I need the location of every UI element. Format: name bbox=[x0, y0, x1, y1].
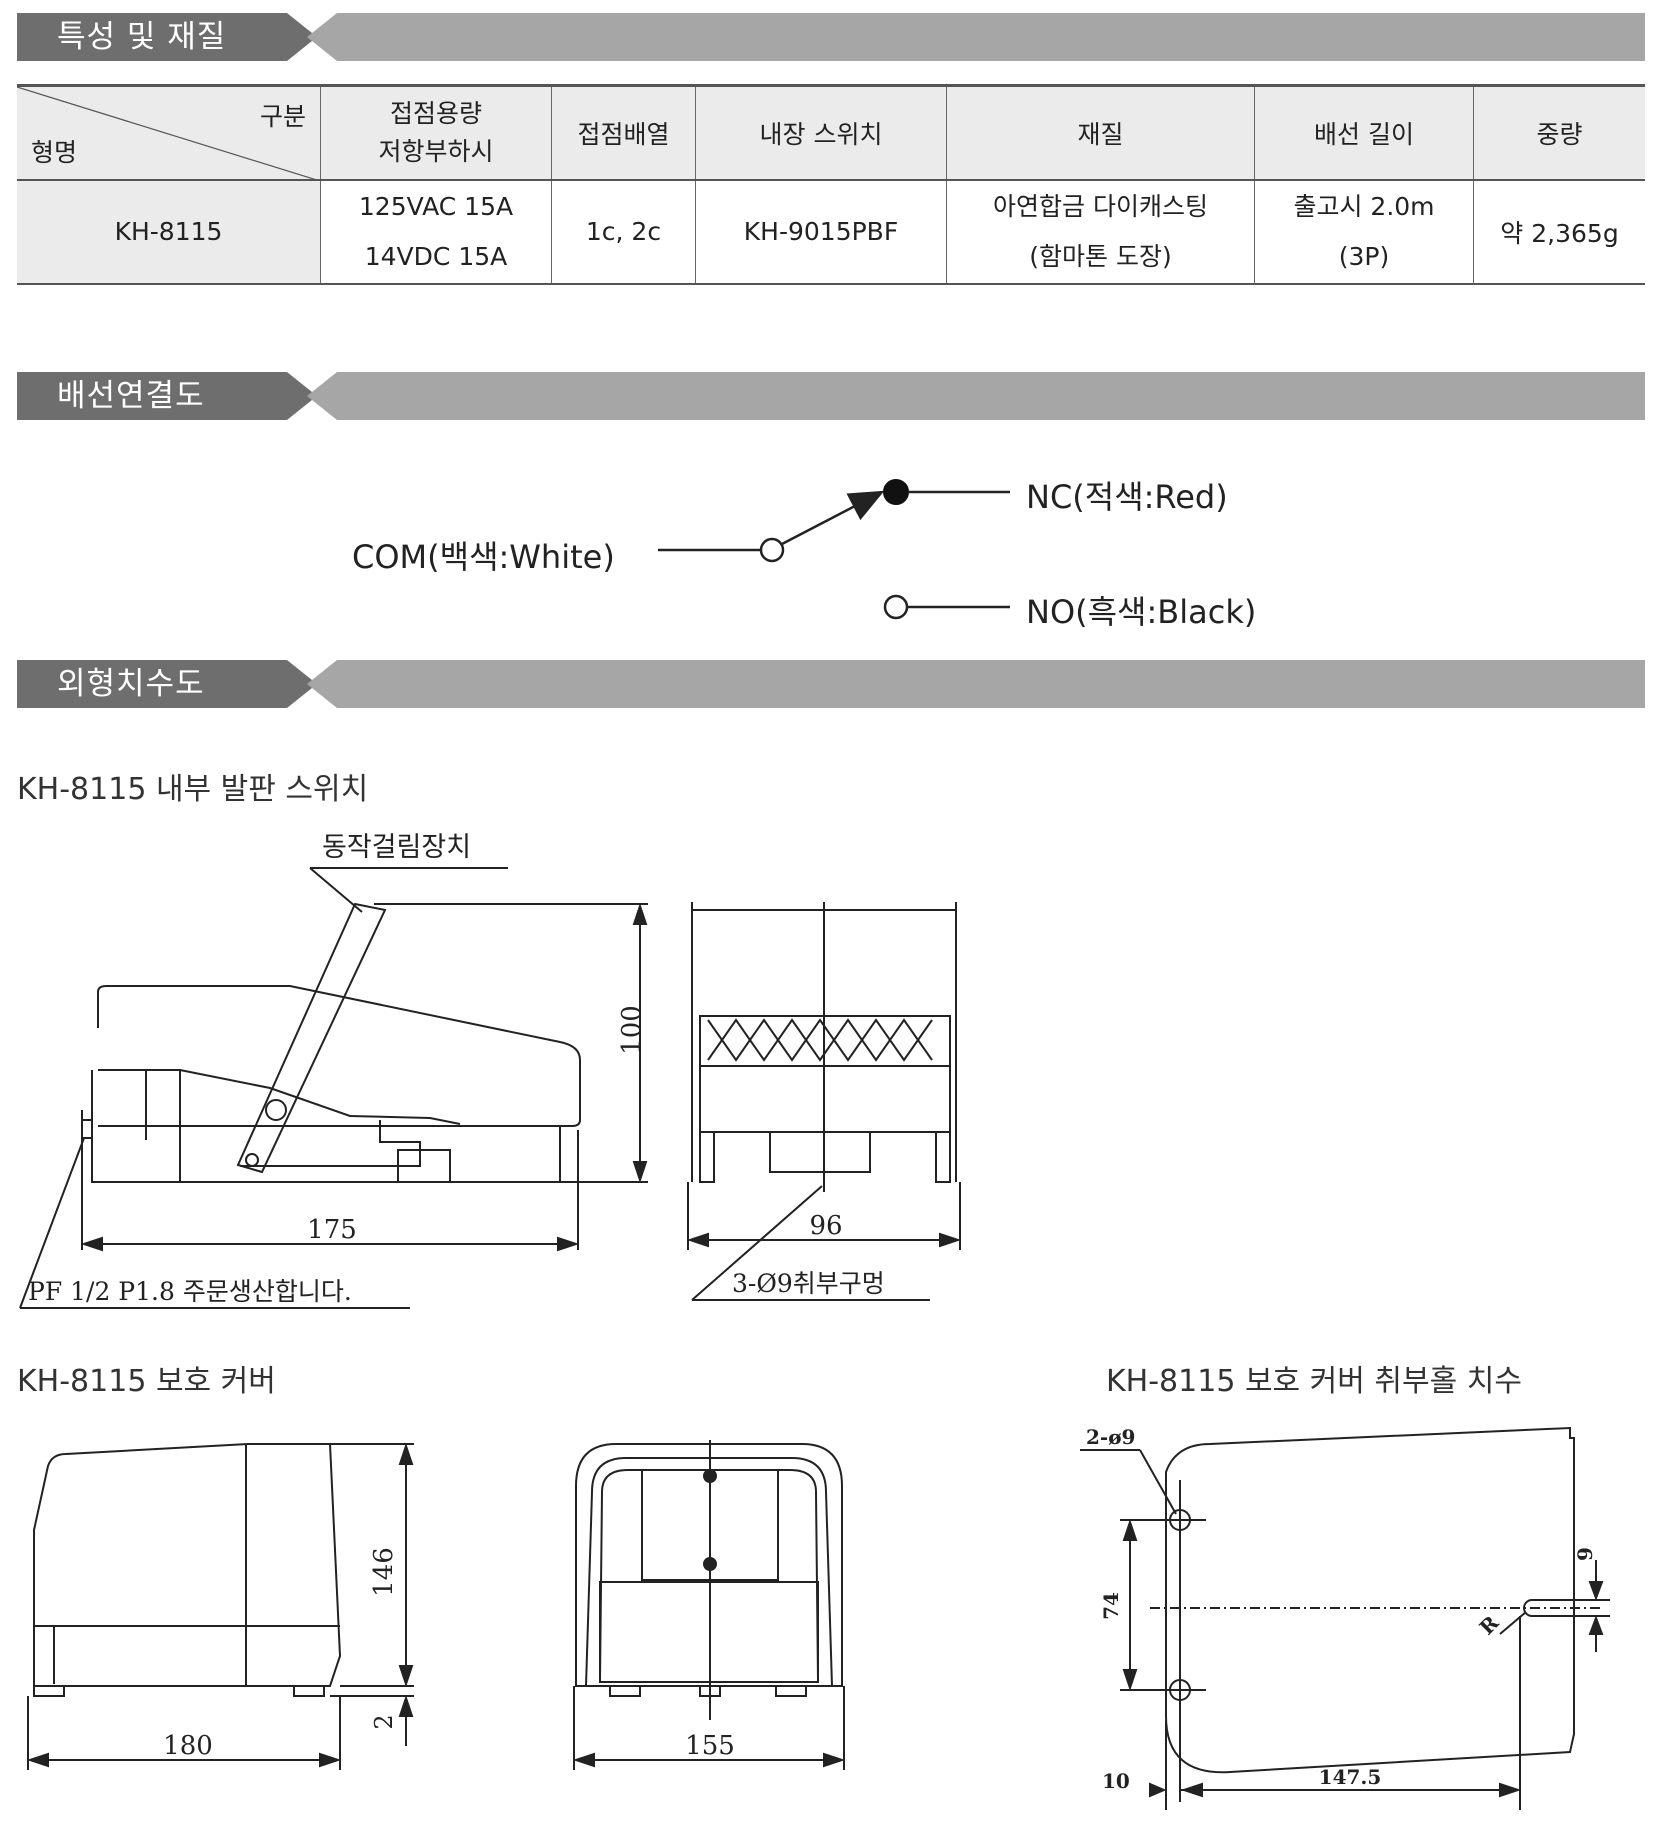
wiring-label-no: NO(흑색:Black) bbox=[1026, 593, 1257, 631]
wiring-label-com: COM(백색:White) bbox=[352, 538, 615, 576]
section-title-wiring: 배선연결도 bbox=[57, 378, 205, 414]
cell-material: 아연합금 다이캐스팅 (함마톤 도장) bbox=[946, 179, 1255, 284]
label-mount-holes: 2-ø9 bbox=[1086, 1425, 1135, 1449]
section-bar-spec: 특성 및 재질 bbox=[17, 13, 1645, 61]
dim-cover-foot-2: 2 bbox=[370, 1714, 398, 1729]
note-mount-holes: 3-Ø9취부구멍 bbox=[732, 1269, 885, 1298]
header-wire-length: 배선 길이 bbox=[1254, 85, 1474, 180]
header-capacity: 접점용량 저항부하시 bbox=[320, 85, 552, 180]
cell-switch: KH-9015PBF bbox=[695, 179, 947, 284]
cell-capacity: 125VAC 15A 14VDC 15A bbox=[320, 179, 552, 284]
cell-arrangement: 1c, 2c bbox=[551, 179, 696, 284]
table-header-row: 구분 형명 접점용량 저항부하시 접점배열 내장 스위치 재질 배선 길이 중량 bbox=[17, 85, 1645, 181]
header-material: 재질 bbox=[946, 85, 1255, 180]
spec-table: 구분 형명 접점용량 저항부하시 접점배열 내장 스위치 재질 배선 길이 중량… bbox=[17, 84, 1645, 285]
section-bar-shape bbox=[17, 372, 1645, 420]
section-bar-shape bbox=[17, 13, 1645, 61]
wiring-label-nc: NC(적색:Red) bbox=[1026, 478, 1228, 516]
dim-cover-length-180: 180 bbox=[163, 1731, 213, 1761]
header-arrangement: 접점배열 bbox=[551, 85, 696, 180]
dim-height-100: 100 bbox=[617, 1005, 647, 1055]
dim-mount-147-5: 147.5 bbox=[1319, 1765, 1382, 1789]
header-switch: 내장 스위치 bbox=[695, 85, 947, 180]
cell-wire-length: 출고시 2.0m (3P) bbox=[1254, 179, 1474, 284]
dim-mount-74: 74 bbox=[1099, 1592, 1123, 1620]
corner-diagonal-line bbox=[17, 87, 320, 181]
cell-weight: 약 2,365g bbox=[1500, 218, 1619, 248]
inner-switch-drawing: 동작걸림장치 100 175 96 PF 1/2 P1.8 주문생산합니다. 3… bbox=[19, 832, 962, 1309]
dim-mount-9: 9 bbox=[1573, 1547, 1597, 1561]
dim-width-96: 96 bbox=[809, 1211, 842, 1241]
corner-label-category: 구분 bbox=[259, 102, 306, 131]
label-lock-device: 동작걸림장치 bbox=[322, 832, 471, 863]
section-title-spec: 특성 및 재질 bbox=[57, 19, 227, 55]
section-bar-shape bbox=[17, 660, 1645, 708]
caption-cover: KH-8115 보호 커버 bbox=[17, 1364, 276, 1399]
cell-model: KH-8115 bbox=[17, 179, 321, 284]
section-bar-dims: 외형치수도 bbox=[17, 660, 1645, 708]
dim-cover-height-146: 146 bbox=[369, 1547, 399, 1597]
note-pf: PF 1/2 P1.8 주문생산합니다. bbox=[28, 1277, 352, 1306]
table-row: KH-8115 125VAC 15A 14VDC 15A 1c, 2c KH-9… bbox=[17, 179, 1645, 284]
wiring-schematic bbox=[658, 479, 1010, 620]
caption-mount: KH-8115 보호 커버 취부홀 치수 bbox=[1106, 1364, 1522, 1399]
dim-length-175: 175 bbox=[307, 1215, 357, 1245]
section-bar-wiring: 배선연결도 bbox=[17, 372, 1645, 420]
corner-label-model: 형명 bbox=[31, 137, 78, 167]
section-title-dims: 외형치수도 bbox=[57, 666, 205, 702]
header-weight: 중량 bbox=[1536, 119, 1583, 149]
cover-drawing: 146 2 180 155 bbox=[26, 1440, 846, 1770]
caption-inner-switch: KH-8115 내부 발판 스위치 bbox=[17, 772, 369, 807]
dim-cover-width-155: 155 bbox=[685, 1731, 735, 1761]
mount-hole-drawing: 2-ø9 74 9 R 10 147.5 bbox=[1080, 1425, 1610, 1810]
corner-header-cell: 구분 형명 bbox=[17, 85, 321, 181]
dim-mount-radius: R bbox=[1475, 1611, 1504, 1640]
dim-mount-10: 10 bbox=[1102, 1769, 1130, 1793]
